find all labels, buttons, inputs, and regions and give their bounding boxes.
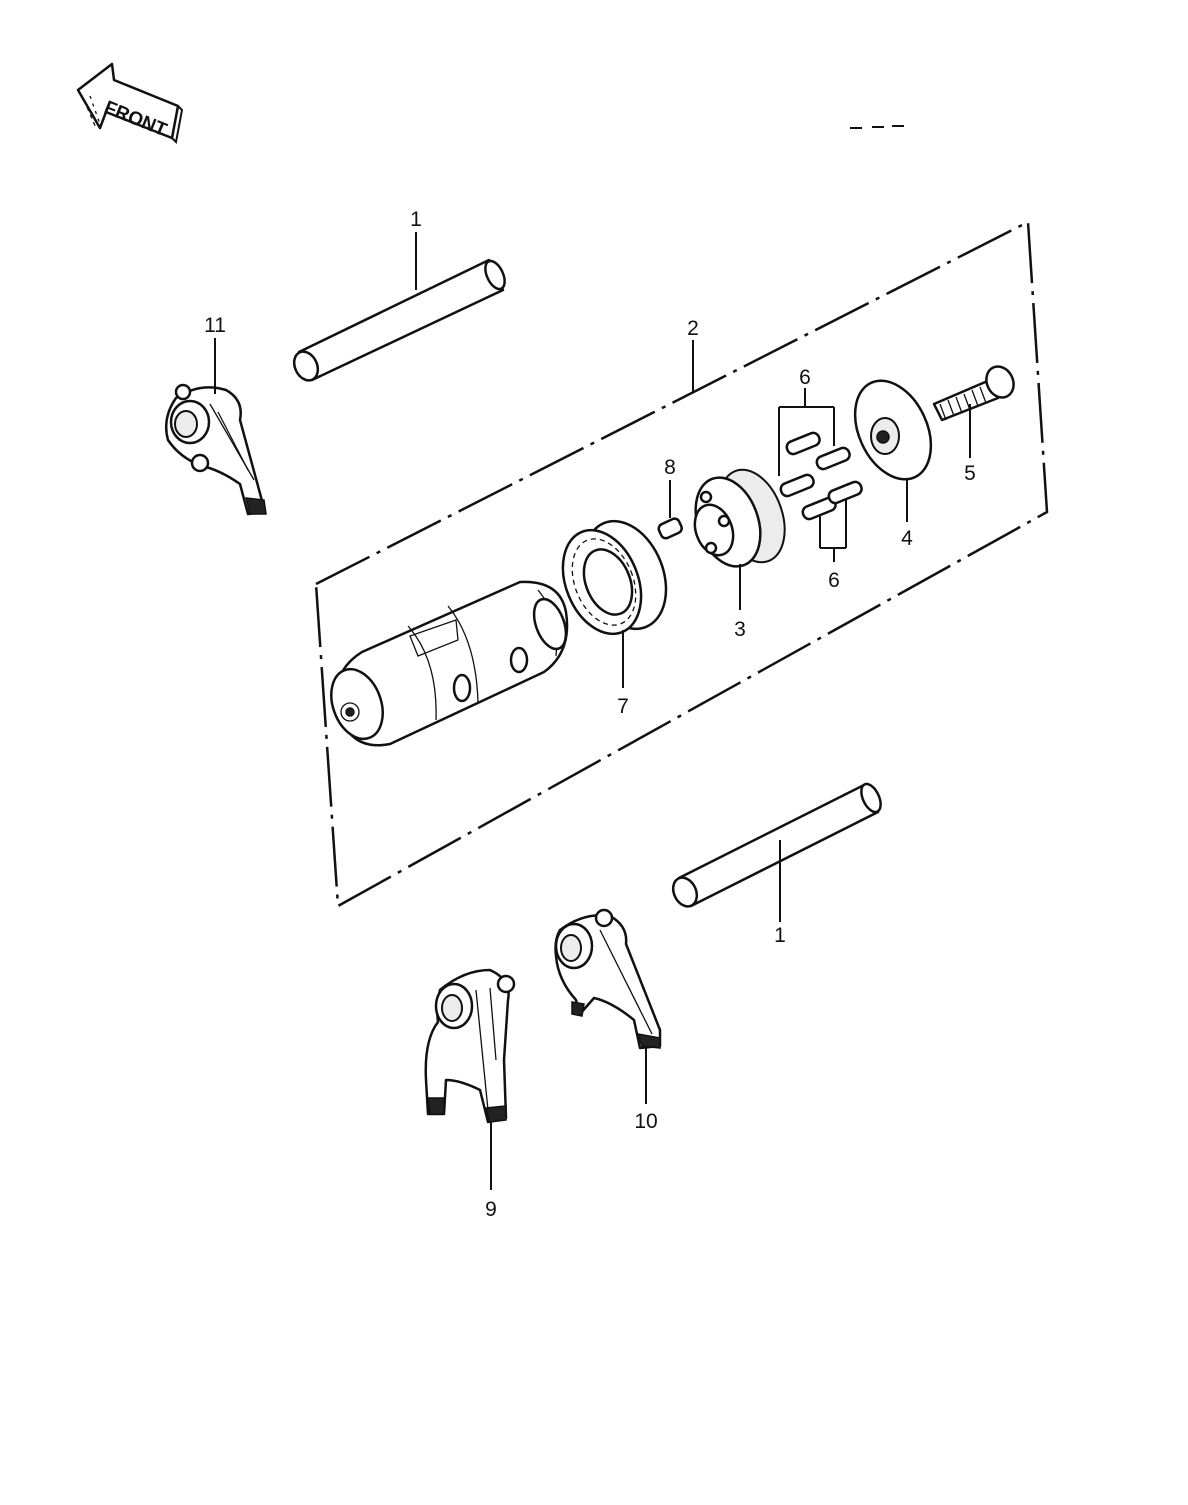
shift-fork-11: [165, 383, 267, 516]
pin-8: [657, 517, 683, 540]
shift-drum: [330, 580, 569, 747]
ball-bearing-7: [561, 519, 668, 636]
callout-part-1-lower: 1: [774, 924, 786, 947]
pin-bracket-upper: [778, 388, 835, 476]
callout-part-5: 5: [964, 462, 976, 485]
callout-part-11: 11: [204, 314, 226, 337]
callout-part-6-upper: 6: [799, 366, 811, 389]
retaining-plate-4: [853, 379, 933, 481]
callout-part-6-lower: 6: [828, 569, 840, 592]
shift-rod-upper: [292, 258, 506, 382]
callout-part-9: 9: [485, 1198, 497, 1221]
screw-5: [932, 365, 1015, 422]
callout-part-1-upper: 1: [410, 208, 422, 231]
shift-fork-10: [554, 908, 662, 1050]
shift-rod-lower: [671, 782, 882, 908]
callout-part-3: 3: [734, 618, 746, 641]
callout-part-10: 10: [634, 1110, 657, 1133]
pins-6: [779, 431, 863, 521]
front-arrow-icon: FRONT: [76, 62, 184, 145]
callout-part-2: 2: [687, 317, 699, 340]
pin-holder-3: [693, 468, 786, 568]
callout-part-4: 4: [901, 527, 913, 550]
callout-part-7: 7: [617, 695, 629, 718]
assembly-outline-panel: [314, 220, 1049, 909]
shift-fork-9: [424, 968, 516, 1124]
callout-part-8: 8: [664, 456, 676, 479]
